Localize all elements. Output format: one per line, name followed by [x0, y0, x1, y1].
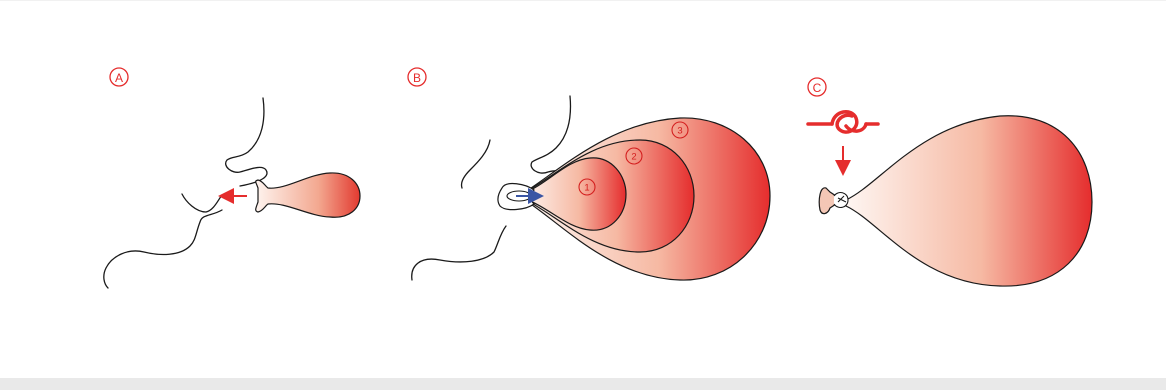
balloon-stage-1	[522, 158, 626, 230]
panel-b-label: B	[408, 68, 426, 86]
panel-b: B 1 2 3	[408, 68, 770, 280]
panel-a-label: A	[110, 68, 128, 86]
panel-c: C	[808, 78, 1092, 286]
face-profile-a	[104, 98, 267, 288]
knot-icon	[808, 112, 878, 132]
tied-balloon-neck	[819, 188, 836, 214]
svg-text:B: B	[413, 71, 421, 85]
knot-detail	[834, 193, 848, 208]
svg-text:C: C	[813, 81, 822, 95]
svg-text:A: A	[115, 71, 123, 85]
small-balloon	[256, 173, 360, 217]
bottom-band	[0, 378, 1166, 390]
panel-c-label: C	[808, 78, 826, 96]
svg-text:1: 1	[584, 183, 589, 194]
svg-text:2: 2	[631, 152, 636, 163]
panel-a: A	[104, 68, 360, 288]
tied-balloon	[846, 116, 1092, 286]
svg-text:3: 3	[677, 126, 682, 137]
